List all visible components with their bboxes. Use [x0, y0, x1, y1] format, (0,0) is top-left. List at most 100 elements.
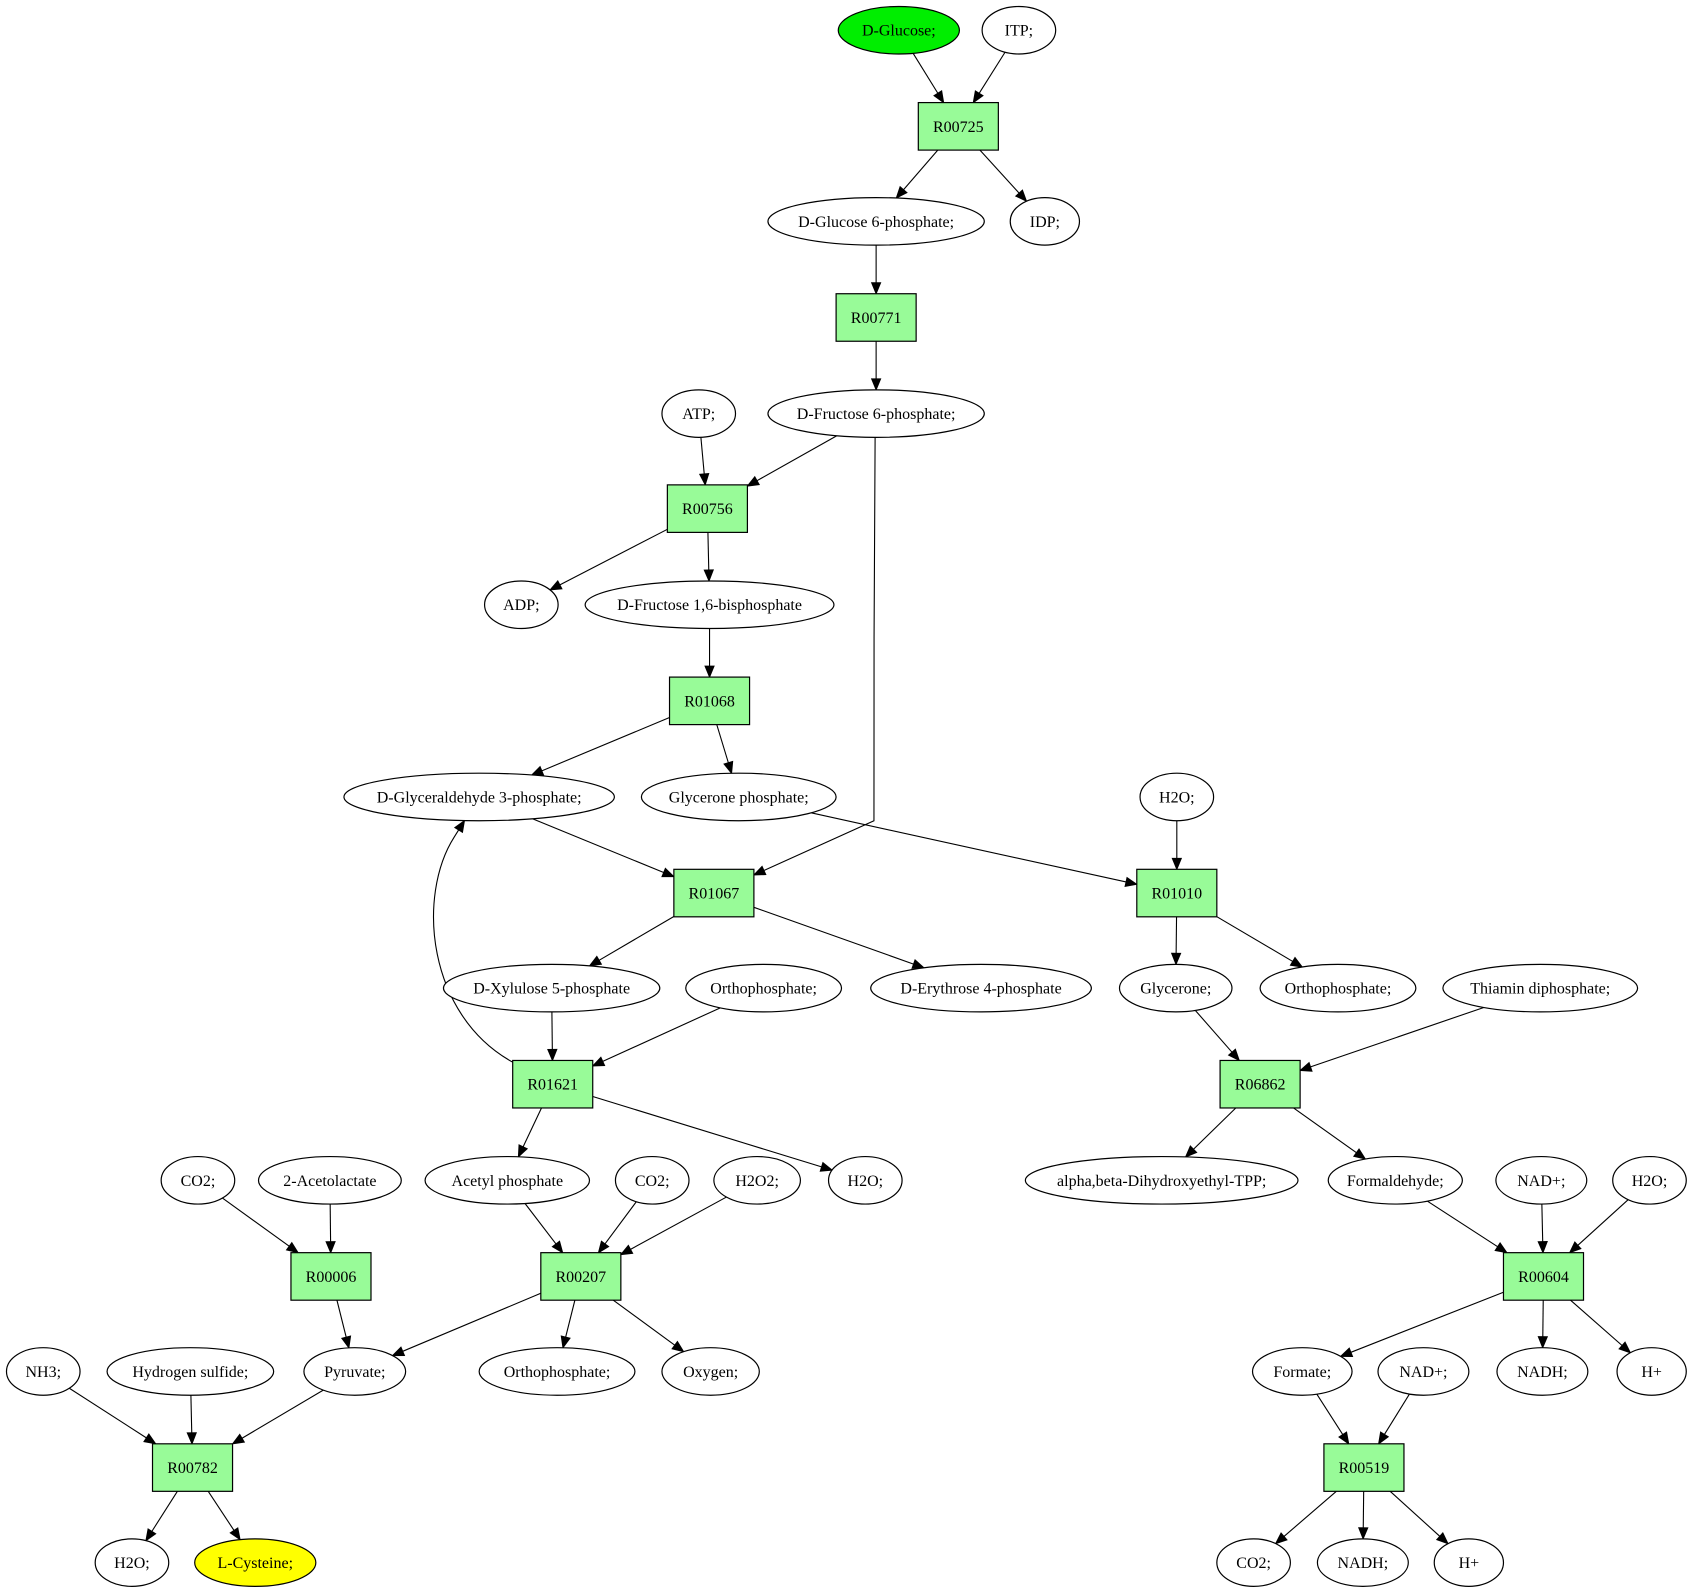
arrowhead: [591, 1056, 606, 1067]
compound-node-formaldehyde: Formaldehyde;: [1327, 1155, 1463, 1205]
reaction-node-R00771: R00771: [835, 293, 917, 342]
arrowhead: [517, 1144, 529, 1158]
reaction-node-R00207: R00207: [540, 1252, 622, 1301]
compound-ellipse: [685, 963, 843, 1013]
node-label: Hydrogen sulfide;: [132, 1364, 248, 1381]
edge-line: [1283, 1490, 1337, 1537]
edge-line: [903, 149, 939, 191]
arrowhead: [1568, 1241, 1582, 1254]
edge-line: [700, 437, 705, 474]
arrowhead: [597, 1240, 610, 1254]
edge-f6p-to-R00756: [746, 435, 838, 487]
compound-ellipse: [1377, 1347, 1470, 1396]
compound-node-dhe_tpp: alpha,beta-Dihydroxyethyl-TPP;: [1024, 1155, 1299, 1205]
edge-co2_a-to-R00006: [222, 1197, 300, 1254]
edge-R01621-to-gap: [432, 819, 513, 1063]
edge-nadp_a-to-R00604: [1537, 1204, 1548, 1254]
compound-node-e4p: D-Erythrose 4-phosphate: [870, 963, 1092, 1013]
edge-R00207-to-pi_c: [560, 1300, 576, 1350]
edge-line: [602, 1007, 721, 1062]
node-label: CO2;: [1236, 1555, 1271, 1572]
reaction-box: [1136, 868, 1218, 918]
node-label: R00782: [167, 1460, 218, 1477]
compound-node-co2_a: CO2;: [160, 1155, 236, 1205]
compound-node-gap: D-Glyceraldehyde 3-phosphate;: [343, 772, 615, 822]
edge-line: [1570, 1299, 1623, 1346]
compound-node-pi_a: Orthophosphate;: [685, 963, 843, 1013]
edge-line: [1383, 1393, 1410, 1435]
node-label: D-Xylulose 5-phosphate: [473, 981, 630, 998]
arrowhead: [1184, 1145, 1198, 1158]
reaction-node-R01010: R01010: [1136, 868, 1218, 918]
compound-node-co2_b: CO2;: [614, 1155, 690, 1205]
compound-node-oxygen: Oxygen;: [661, 1347, 760, 1396]
edge-line: [222, 1197, 290, 1247]
edge-line: [1389, 1490, 1441, 1537]
arrowhead: [972, 90, 984, 104]
arrowhead: [1358, 1527, 1369, 1541]
compound-node-g6p: D-Glucose 6-phosphate;: [767, 197, 985, 246]
edge-line: [811, 812, 1127, 883]
edge-line: [1310, 1006, 1484, 1068]
edge-nh3-to-R00782: [69, 1387, 157, 1445]
edge-g6p-to-R00771: [870, 245, 882, 296]
edge-R00604-to-nadh_a: [1537, 1300, 1549, 1350]
edge-line: [1427, 1200, 1498, 1248]
compound-node-dhap: Glycerone phosphate;: [640, 772, 837, 822]
node-label: Pyruvate;: [324, 1364, 385, 1381]
arrowhead: [231, 1433, 246, 1445]
edge-R06862-to-dhe_tpp: [1184, 1107, 1237, 1158]
arrowhead: [752, 865, 767, 876]
compound-node-h2s: Hydrogen sulfide;: [106, 1347, 275, 1396]
edge-line: [336, 1300, 347, 1338]
arrowhead: [698, 472, 710, 487]
compound-ellipse: [1024, 1155, 1299, 1205]
edge-line: [1194, 1010, 1233, 1053]
arrowhead: [671, 1340, 685, 1353]
node-label: H2O2;: [735, 1173, 779, 1190]
edge-line: [912, 53, 939, 94]
reaction-node-R01067: R01067: [673, 868, 755, 918]
edge-R00771-to-f6p: [870, 341, 882, 392]
edge-h2o_c-to-R00604: [1568, 1199, 1629, 1254]
compound-ellipse: [1009, 197, 1081, 246]
node-label: NH3;: [25, 1364, 61, 1381]
edge-h2o2-to-R00207: [619, 1196, 727, 1256]
arrowhead: [870, 282, 882, 296]
compound-node-pi_b: Orthophosphate;: [1259, 963, 1417, 1013]
compound-node-nh3: NH3;: [5, 1347, 81, 1396]
edge-line: [541, 717, 670, 772]
edge-line: [1577, 1199, 1629, 1246]
arrowhead: [530, 765, 545, 776]
compound-ellipse: [837, 5, 961, 55]
edge-line: [432, 829, 513, 1063]
edge-f6p-to-R01067: [752, 437, 876, 876]
node-label: Glycerone;: [1140, 981, 1211, 998]
node-label: Orthophosphate;: [504, 1364, 611, 1381]
arrowhead: [145, 1528, 157, 1542]
compound-node-nadh_b: NADH;: [1316, 1538, 1409, 1587]
edge-R01068-to-gap: [530, 717, 670, 776]
compound-ellipse: [767, 389, 985, 438]
edge-line: [241, 1389, 324, 1439]
node-label: R00604: [1518, 1269, 1569, 1286]
arrowhead: [1171, 857, 1183, 871]
edge-R00782-to-h2o_d: [145, 1491, 178, 1542]
edge-line: [1293, 1107, 1357, 1154]
edge-line: [1541, 1204, 1544, 1242]
edge-line: [1216, 916, 1293, 962]
edge-R00725-to-g6p: [895, 149, 939, 200]
arrowhead: [1289, 956, 1304, 968]
edge-pyruvate-to-R00782: [231, 1389, 324, 1445]
arrowhead: [1537, 1241, 1548, 1254]
node-label: Formate;: [1273, 1364, 1331, 1381]
edge-R00006-to-pyruvate: [336, 1300, 352, 1350]
compound-node-tpp: Thiamin diphosphate;: [1442, 963, 1639, 1013]
reaction-box: [673, 868, 755, 918]
arrowhead: [325, 1241, 336, 1254]
edge-dhap-to-R01010: [811, 812, 1139, 887]
arrowhead: [1338, 1431, 1350, 1445]
reaction-node-R06862: R06862: [1219, 1059, 1301, 1109]
